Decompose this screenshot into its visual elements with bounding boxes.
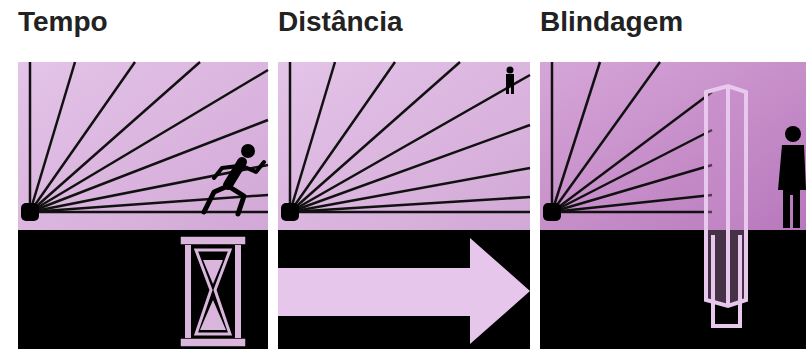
panel-title: Tempo [18,6,108,38]
radiation-source [543,203,561,221]
ground-band [278,230,530,349]
radiation-field [18,62,268,230]
radiation-field [278,62,530,230]
running-person [204,144,264,214]
shield-wall [706,86,746,326]
hourglass-symbol [180,236,246,347]
radiation-source [21,203,39,221]
radiation-rays [552,62,712,212]
protection-panel: Blindagem [540,0,806,349]
distance-arrow [278,238,530,344]
distance-panel-art [278,62,530,349]
radiation-source [281,203,299,221]
radiation-field [540,62,806,230]
panel-title: Distância [278,6,403,38]
radiation-rays [290,62,530,212]
panel-title: Blindagem [540,6,683,38]
shielding-panel-art [540,62,806,349]
time-panel-art [18,62,268,349]
protection-panel: Distância [278,0,530,349]
distant-person [506,67,514,95]
protection-panel: Tempo [18,0,268,349]
ground-band [540,230,806,349]
ground-band [18,230,268,349]
protected-person [778,126,806,228]
